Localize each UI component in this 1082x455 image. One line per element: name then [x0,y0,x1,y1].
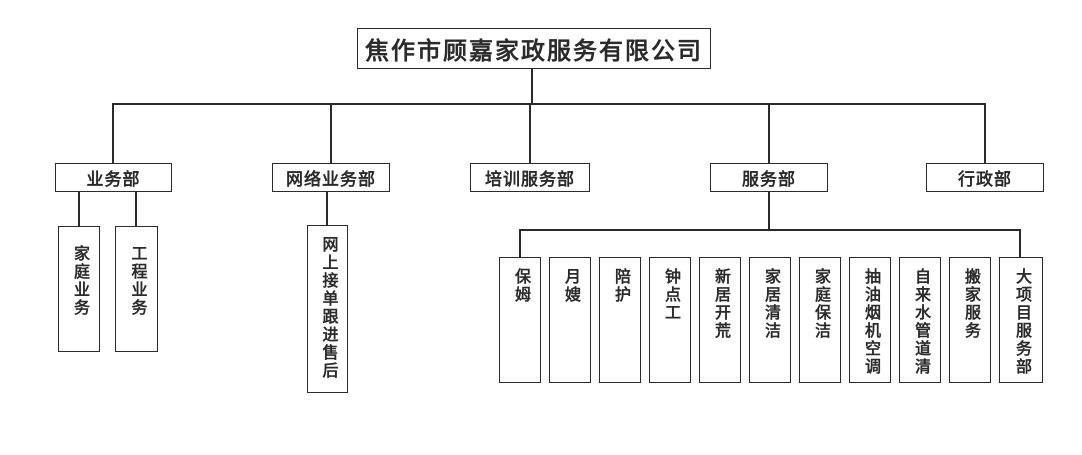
service-box-nanny: 保姆 [499,257,541,383]
connector-drop-business [112,103,114,163]
connector-drop-service [768,103,770,163]
service-label: 陪护 [612,268,629,304]
service-box-hourly-worker: 钟点工 [649,257,691,383]
connector-title-stem [531,69,533,103]
company-root-box: 焦作市顾嘉家政服务有限公司 [357,28,711,69]
unit-label: 工程业务 [128,245,146,317]
unit-label: 家庭业务 [71,245,88,317]
connector-business-child-2 [135,192,137,226]
unit-box-engineering-business: 工程业务 [115,226,158,352]
service-label: 保姆 [512,268,529,304]
unit-label: 网上接单跟进售后 [319,236,337,380]
service-box-water-pipe-cleaning: 自来水管道清 [899,257,941,383]
dept-box-administration: 行政部 [926,163,1044,192]
service-label: 自来水管道清 [912,268,929,376]
connector-service-left-drop [519,229,521,257]
connector-business-child-1 [78,192,80,226]
service-box-household-cleaning: 家庭保洁 [799,257,841,383]
service-label: 搬家服务 [962,268,979,340]
service-box-caregiver: 陪护 [599,257,641,383]
unit-box-family-business: 家庭业务 [58,226,100,352]
service-label: 抽油烟机空调 [862,268,879,376]
service-label: 新居开荒 [712,268,729,340]
dept-box-training-service: 培训服务部 [470,163,590,192]
connector-drop-admin [984,103,986,163]
dept-box-service: 服务部 [710,163,828,192]
service-box-moving-service: 搬家服务 [949,257,991,383]
service-label: 大项目服务部 [1013,268,1030,376]
dept-label: 业务部 [86,170,141,189]
connector-drop-training [529,103,531,163]
dept-box-business: 业务部 [55,163,172,192]
dept-box-network-business: 网络业务部 [272,163,390,192]
service-box-new-home-cleanup: 新居开荒 [699,257,741,383]
connector-drop-network [330,103,332,163]
connector-top-hline [112,103,986,105]
dept-label: 行政部 [958,170,1012,189]
connector-service-right-drop [1019,229,1021,257]
service-box-maternity-matron: 月嫂 [549,257,591,383]
dept-label: 服务部 [742,170,796,189]
dept-label: 培训服务部 [485,170,575,189]
connector-network-child [326,192,328,225]
service-box-range-hood-ac: 抽油烟机空调 [849,257,891,383]
unit-box-online-order-followup: 网上接单跟进售后 [307,225,348,393]
service-label: 钟点工 [662,268,679,322]
service-box-home-cleaning: 家居清洁 [749,257,791,383]
service-label: 家居清洁 [762,268,779,340]
service-label: 家庭保洁 [812,268,829,340]
connector-service-hline [519,229,1021,231]
service-label: 月嫂 [562,268,579,304]
dept-label: 网络业务部 [286,170,376,189]
service-box-major-project-dept: 大项目服务部 [999,257,1043,383]
company-title: 焦作市顾嘉家政服务有限公司 [365,38,703,65]
connector-service-stem [768,192,770,229]
